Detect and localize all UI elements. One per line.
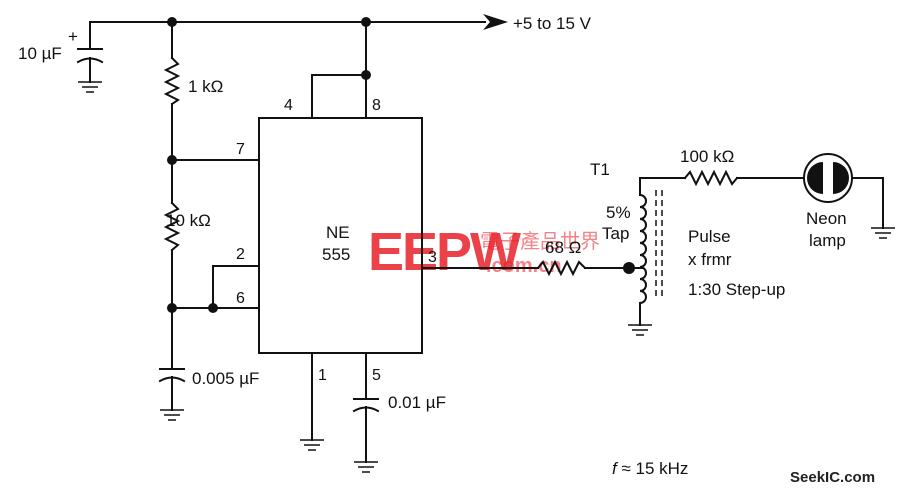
pin-3-label: 3 bbox=[428, 249, 437, 266]
lamp-line2: lamp bbox=[809, 231, 846, 250]
pin-5-label: 5 bbox=[372, 367, 381, 384]
capacitor-polarity: + bbox=[68, 27, 78, 46]
eepw-watermark: EEPW 電子產品世界 .com.cn bbox=[368, 222, 600, 282]
neon-lamp-icon bbox=[803, 153, 853, 203]
ic-name-line2: 555 bbox=[322, 245, 350, 264]
lamp-circuit: 100 kΩ Neon lamp bbox=[639, 147, 895, 250]
arrow-right-icon bbox=[483, 14, 508, 30]
ground-icon bbox=[628, 324, 652, 336]
ic-name-line1: NE bbox=[326, 223, 350, 242]
tap-word-label: Tap bbox=[602, 224, 629, 243]
watermark-domain: .com.cn bbox=[486, 255, 562, 277]
pin-8-label: 8 bbox=[372, 97, 381, 114]
frequency-note: f ≈ 15 kHz bbox=[612, 459, 688, 478]
resistor-r2 bbox=[163, 201, 181, 252]
r2-label: 10 kΩ bbox=[166, 211, 211, 230]
resistor-100k bbox=[683, 169, 739, 187]
r1-label: 1 kΩ bbox=[188, 77, 223, 96]
transformer-label: T1 bbox=[590, 160, 610, 179]
pulse-transformer: T1 5% Tap Pulse x frmr 1:30 Step-up bbox=[590, 160, 785, 336]
pin-7-label: 7 bbox=[236, 141, 245, 158]
c-control-label: 0.01 µF bbox=[388, 393, 446, 412]
ic-left-connections bbox=[171, 159, 260, 313]
r-series-label: 68 Ω bbox=[545, 238, 581, 257]
supply-capacitor: + 10 µF bbox=[18, 21, 104, 93]
supply-rail: +5 to 15 V bbox=[89, 14, 592, 33]
pin1-ground bbox=[300, 352, 324, 451]
pin-4-label: 4 bbox=[284, 97, 293, 114]
resistor-68 bbox=[536, 259, 587, 277]
frequency-value: ≈ 15 kHz bbox=[617, 459, 689, 478]
r-lamp-label: 100 kΩ bbox=[680, 147, 734, 166]
tap-percent-label: 5% bbox=[606, 203, 631, 222]
pin-1-label: 1 bbox=[318, 367, 327, 384]
transformer-winding bbox=[638, 193, 647, 305]
resistor-r1 bbox=[163, 56, 181, 106]
lamp-line1: Neon bbox=[806, 209, 847, 228]
xfmr-line3: 1:30 Step-up bbox=[688, 280, 785, 299]
ground-icon bbox=[871, 227, 895, 239]
ground-icon bbox=[300, 439, 324, 451]
control-capacitor: 0.01 µF bbox=[352, 352, 446, 473]
frequency-var: f bbox=[612, 459, 619, 478]
ground-icon bbox=[78, 81, 102, 93]
timing-network: 1 kΩ 10 kΩ 0.005 µF bbox=[158, 21, 259, 421]
watermark-chinese: 電子產品世界 bbox=[480, 229, 600, 253]
c-supply-label: 10 µF bbox=[18, 44, 62, 63]
ground-icon bbox=[354, 461, 378, 473]
supply-label: +5 to 15 V bbox=[513, 14, 592, 33]
seekic-watermark: SeekIC.com bbox=[790, 469, 875, 486]
c-timing-label: 0.005 µF bbox=[192, 369, 259, 388]
xfmr-line2: x frmr bbox=[688, 250, 732, 269]
output-path: 68 Ω bbox=[421, 238, 635, 277]
pin-6-label: 6 bbox=[236, 290, 245, 307]
watermark-brand: EEPW bbox=[368, 222, 521, 282]
ne555-ic: NE 555 7 2 6 4 8 3 1 5 bbox=[236, 97, 437, 384]
xfmr-line1: Pulse bbox=[688, 227, 731, 246]
reset-vcc-connections bbox=[311, 21, 371, 119]
ground-icon bbox=[160, 409, 184, 421]
pin-2-label: 2 bbox=[236, 246, 245, 263]
